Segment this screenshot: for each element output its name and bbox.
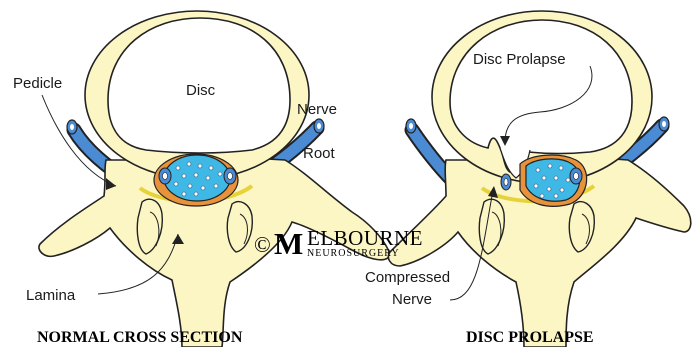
watermark-initial: M	[274, 226, 303, 261]
melbourne-neurosurgery-watermark: © M ELBOURNE NEUROSURGERY	[254, 226, 423, 261]
disc-prolapse-caption: DISC PROLAPSE	[466, 329, 594, 346]
disc-prolapse-label: Disc Prolapse	[473, 51, 566, 68]
root-label: Root	[303, 145, 336, 162]
pedicle-label: Pedicle	[13, 75, 62, 92]
nerve-label: Nerve	[297, 101, 337, 118]
compressed-label: Compressed	[365, 269, 450, 286]
copyright-symbol: ©	[254, 232, 271, 257]
watermark-top-text: ELBOURNE	[307, 226, 423, 250]
disc-label: Disc	[186, 82, 216, 99]
lamina-label: Lamina	[26, 287, 76, 304]
normal-vertebra	[39, 11, 390, 347]
watermark-bottom-text: NEUROSURGERY	[307, 248, 400, 259]
normal-cross-section-caption: NORMAL CROSS SECTION	[37, 329, 243, 346]
compressed-nerve-label: Nerve	[392, 291, 432, 308]
